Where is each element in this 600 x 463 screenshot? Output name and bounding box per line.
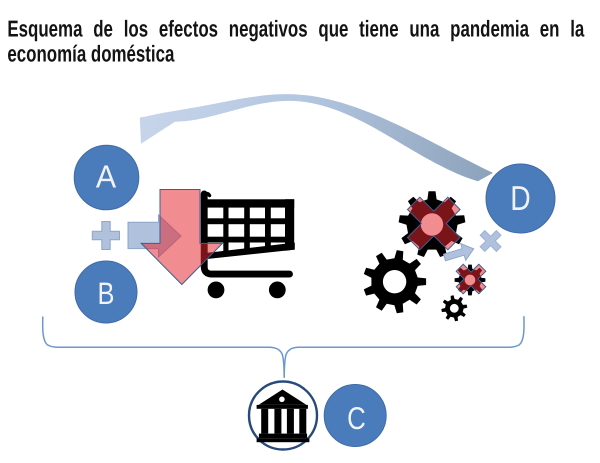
- svg-text:D: D: [510, 180, 530, 218]
- svg-text:A: A: [96, 159, 117, 195]
- svg-text:Esquema de los efectos negativ: Esquema de los efectos negativos que tie…: [7, 16, 584, 42]
- svg-text:C: C: [347, 400, 366, 436]
- svg-text:B: B: [98, 276, 115, 311]
- svg-text:economía doméstica: economía doméstica: [7, 40, 174, 66]
